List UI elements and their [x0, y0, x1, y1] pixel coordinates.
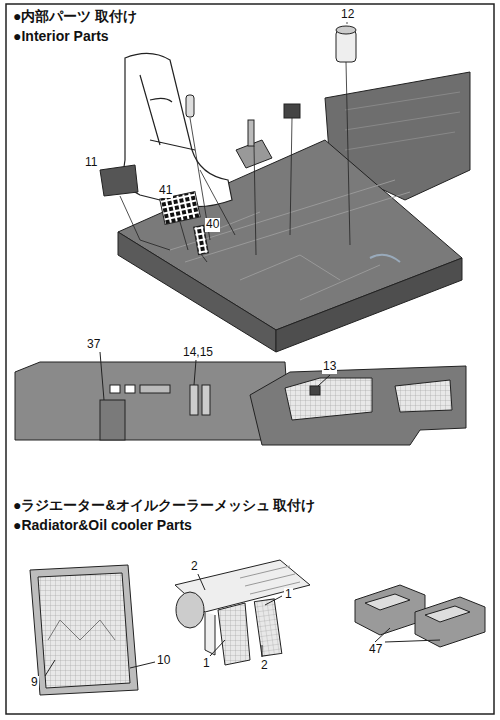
callout-number: 2 [190, 560, 199, 574]
callout-number: 47 [368, 643, 383, 657]
callout-number: 14,15 [182, 346, 214, 360]
callout-number: 9 [30, 676, 39, 690]
callout-number: 40 [205, 218, 220, 232]
section-heading: ●Radiator&Oil cooler Parts [12, 517, 193, 533]
callout-number: 1 [284, 588, 293, 602]
door-panel [250, 366, 466, 445]
section-heading: ●Interior Parts [12, 28, 110, 44]
section-heading: ●内部パーツ 取付け [12, 8, 138, 24]
callout-number: 2 [260, 659, 269, 673]
callout-number: 12 [340, 8, 355, 22]
seat [124, 53, 232, 206]
radiator-mesh [30, 565, 155, 695]
callout-number: 1 [202, 657, 211, 671]
brackets [355, 585, 485, 647]
section-heading: ●ラジエーター&オイルクーラーメッシュ 取付け [12, 497, 316, 513]
callout-number: 13 [322, 360, 337, 374]
oil-cooler [175, 560, 310, 665]
callout-number: 11 [84, 156, 98, 170]
parts [100, 26, 356, 255]
leader-lines [120, 20, 350, 262]
callout-number: 41 [158, 184, 173, 198]
dash-panel [15, 352, 290, 440]
callout-number: 37 [86, 338, 101, 352]
frame [6, 4, 494, 714]
callout-number: 10 [156, 654, 171, 668]
